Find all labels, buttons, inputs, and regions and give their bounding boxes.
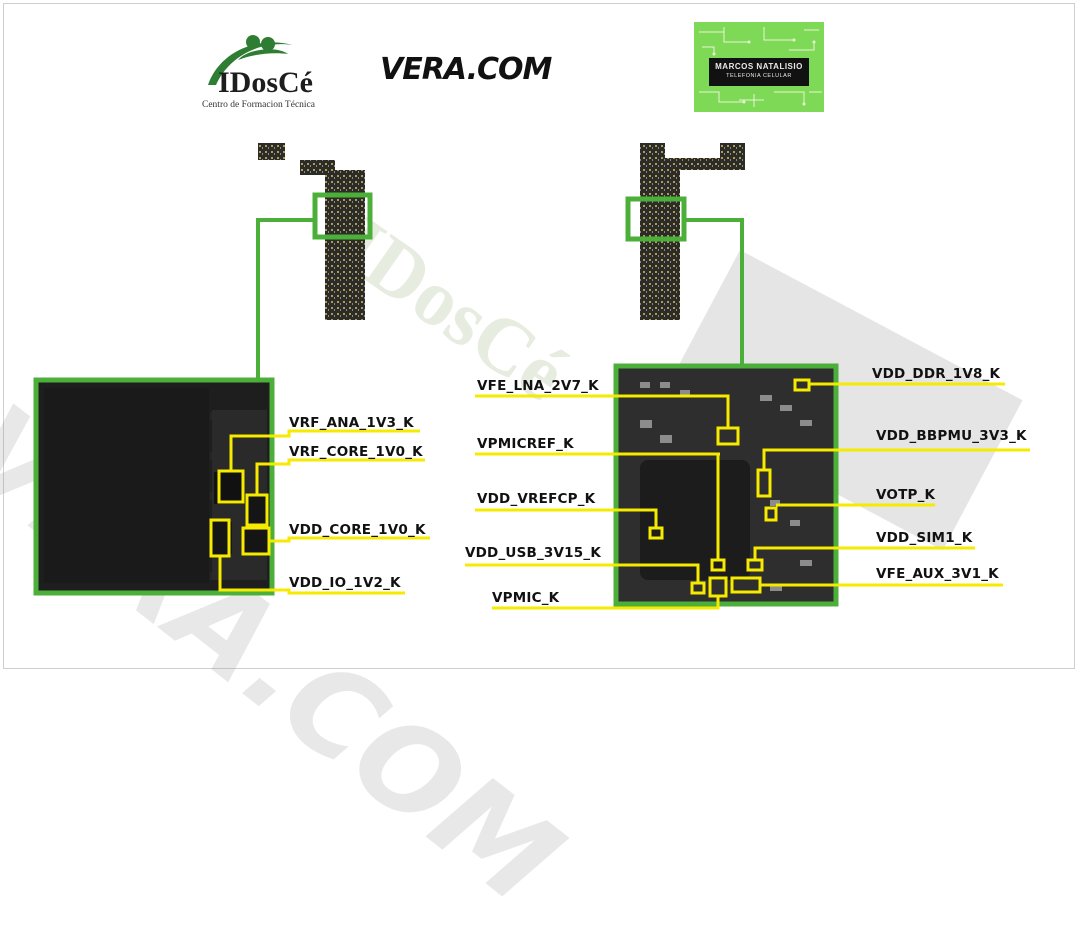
label-vdd-core: VDD_CORE_1V0_K (289, 522, 426, 538)
idosce-brand: IDosCé (218, 66, 313, 99)
idosce-logo: IDosCé Centro de Formacion Técnica (198, 30, 348, 115)
circuit-traces-icon (699, 27, 822, 107)
marcos-card-logo: MARCOS NATALISIO TELEFONIA CELULAR (694, 22, 824, 112)
idosce-subtitle: Centro de Formacion Técnica (202, 100, 315, 110)
right-zoom-panel (613, 363, 839, 607)
label-vdd-usb: VDD_USB_3V15_K (465, 545, 601, 561)
label-vdd-sim1: VDD_SIM1_K (876, 530, 973, 546)
page-frame (3, 3, 1075, 669)
right-board-thumbnail (625, 143, 745, 320)
vera-logo: VERA.COM (380, 52, 552, 87)
label-vrf-ana: VRF_ANA_1V3_K (289, 415, 414, 431)
label-vdd-io: VDD_IO_1V2_K (289, 575, 401, 591)
card-subtitle: TELEFONIA CELULAR (726, 73, 792, 79)
label-vpmic: VPMIC_K (492, 590, 560, 606)
left-board-thumbnail (258, 143, 373, 320)
label-votp: VOTP_K (876, 487, 936, 503)
label-vfe-aux: VFE_AUX_3V1_K (876, 566, 999, 582)
label-vfe-lna: VFE_LNA_2V7_K (477, 378, 599, 394)
schematic-diagram (33, 143, 1030, 610)
label-vdd-vrefcp: VDD_VREFCP_K (477, 491, 596, 507)
card-nameplate: MARCOS NATALISIO TELEFONIA CELULAR (709, 58, 809, 86)
label-vdd-ddr: VDD_DDR_1V8_K (872, 366, 1001, 382)
idosce-people-icon (208, 35, 293, 85)
marker-votp (764, 506, 778, 522)
label-vpmicref: VPMICREF_K (477, 436, 574, 452)
label-vdd-bbpmu: VDD_BBPMU_3V3_K (876, 428, 1027, 444)
label-vrf-core: VRF_CORE_1V0_K (289, 444, 423, 460)
left-zoom-panel (33, 377, 275, 596)
card-name: MARCOS NATALISIO (715, 62, 803, 71)
